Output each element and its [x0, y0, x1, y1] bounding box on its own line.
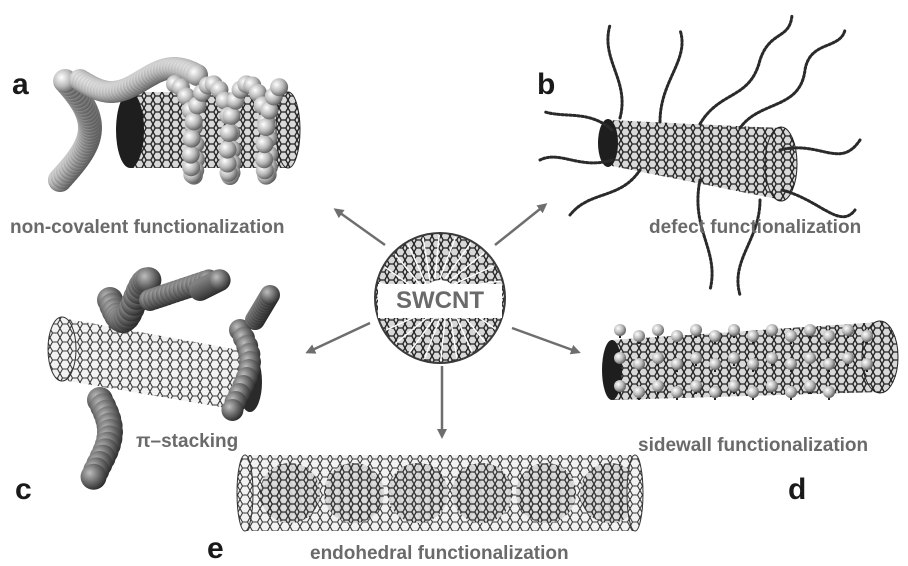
arrow-to-c: [308, 323, 370, 352]
panel-letter-a: a: [12, 70, 29, 100]
panel-letter-b: b: [537, 70, 555, 100]
panel-a-illustration: [48, 57, 300, 192]
panel-e-illustration: [237, 455, 643, 531]
panel-letter-d: d: [788, 475, 806, 505]
caption-a: non-covalent functionalization: [10, 218, 284, 237]
panel-d-illustration: [602, 321, 898, 400]
caption-b: defect functionalization: [649, 218, 861, 237]
center-label: SWCNT: [378, 284, 502, 318]
arrow-to-b: [495, 205, 545, 245]
arrow-to-d: [512, 328, 578, 352]
caption-e: endohedral functionalization: [310, 544, 569, 563]
arrow-to-a: [336, 210, 385, 245]
caption-d: sidewall functionalization: [638, 436, 868, 455]
panel-letter-c: c: [15, 475, 32, 505]
panel-letter-e: e: [207, 534, 224, 564]
caption-c: π–stacking: [136, 432, 238, 451]
panel-b-illustration: [540, 15, 860, 295]
